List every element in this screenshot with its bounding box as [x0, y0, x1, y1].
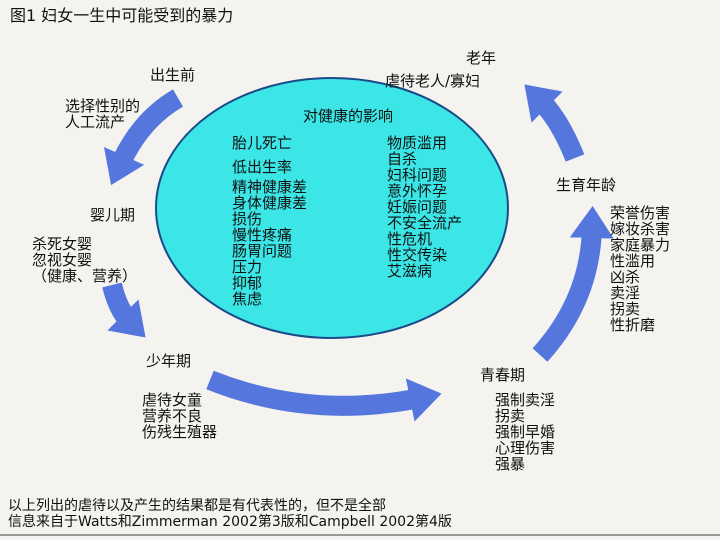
effect-item: 抑郁: [232, 274, 263, 292]
effect-item: 性交传染: [387, 246, 448, 264]
violence-item: 荣誉伤害: [610, 204, 671, 222]
footer-note: 以上列出的虐待以及产生的结果都是有代表性的，但不是全部 信息来自于Watts和Z…: [8, 498, 452, 530]
footer-line: 以上列出的虐待以及产生的结果都是有代表性的，但不是全部: [8, 498, 386, 514]
violence-item: 凶杀: [610, 268, 641, 286]
health-effects-ellipse: [155, 77, 509, 339]
violence-item: 卖淫: [610, 284, 641, 302]
figure-title: 图1 妇女一生中可能受到的暴力: [10, 6, 234, 25]
effect-item: 意外怀孕: [387, 182, 448, 200]
stage-adolescence-items: 强制卖淫 拐卖 强制早婚 心理伤害 强暴: [495, 392, 555, 472]
effect-item: 压力: [232, 258, 263, 276]
effect-item: 精神健康差: [232, 178, 308, 196]
effect-item: 肠胃问题: [232, 242, 293, 260]
effect-item: 妇科问题: [387, 166, 448, 184]
violence-item: 强制早婚: [495, 423, 556, 441]
effect-item: 妊娠问题: [387, 198, 448, 216]
violence-item: 杀死女婴: [32, 235, 93, 253]
effect-item: 慢性疼痛: [232, 226, 293, 244]
violence-item: 忽视女婴: [32, 251, 93, 269]
effect-item: 艾滋病: [387, 262, 433, 280]
violence-item: 家庭暴力: [610, 236, 671, 254]
arrow-reproductive-to-elderly: [524, 84, 585, 162]
violence-item: 强暴: [495, 455, 526, 473]
health-effects-right: 物质滥用 自杀 妇科问题 意外怀孕 妊娠问题 不安全流产 性危机 性交传染 艾滋…: [387, 135, 462, 279]
violence-item: 性滥用: [610, 252, 656, 270]
arrow-infancy-to-childhood: [102, 282, 146, 338]
effect-item: 不安全流产: [387, 214, 463, 232]
footer-line: 信息来自于Watts和Zimmerman 2002第3版和Campbell 20…: [8, 514, 452, 530]
health-effects-left: 胎儿死亡 低出生率 精神健康差 身体健康差 损伤 慢性疼痛 肠胃问题 压力 抑郁…: [232, 135, 307, 307]
effect-item: 焦虑: [232, 290, 263, 308]
violence-item: 选择性别的: [65, 97, 141, 115]
effect-item: 物质滥用: [387, 134, 448, 152]
violence-item: 心理伤害: [495, 439, 556, 457]
center-heading: 对健康的影响: [303, 107, 394, 125]
stage-elderly-label: 老年: [466, 49, 497, 67]
stage-reproductive-items: 荣誉伤害 嫁妆杀害 家庭暴力 性滥用 凶杀 卖淫 拐卖 性折磨: [610, 205, 670, 333]
violence-item: 拐卖: [610, 300, 641, 318]
violence-item: 营养不良: [142, 407, 203, 425]
effect-item: 性危机: [387, 230, 433, 248]
stage-adolescence-label: 青春期: [480, 366, 526, 384]
effect-item: 自杀: [387, 150, 418, 168]
stage-childhood-items: 虐待女童 营养不良 伤残生殖器: [142, 392, 217, 440]
violence-item: 伤残生殖器: [142, 423, 218, 441]
bottom-rule: [0, 534, 720, 536]
effect-item: 损伤: [232, 210, 263, 228]
violence-item: 虐待女童: [142, 391, 203, 409]
arrow-prenatal-to-infancy: [103, 89, 184, 186]
violence-item: （健康、营养）: [32, 267, 138, 285]
stage-prenatal-items: 选择性别的 人工流产: [65, 98, 140, 130]
stage-prenatal-label: 出生前: [150, 66, 196, 84]
effect-item: 胎儿死亡: [232, 134, 293, 152]
violence-item: 性折磨: [610, 316, 656, 334]
stage-childhood-label: 少年期: [146, 352, 192, 370]
stage-elderly-item: 虐待老人/寡妇: [385, 72, 481, 90]
arrow-adolescence-to-reproductive: [532, 206, 614, 362]
violence-item: 人工流产: [65, 113, 126, 131]
effect-item: 低出生率: [232, 158, 293, 176]
stage-infancy-items: 杀死女婴 忽视女婴 （健康、营养）: [32, 236, 137, 284]
violence-item: 嫁妆杀害: [610, 220, 671, 238]
stage-reproductive-label: 生育年龄: [556, 176, 617, 194]
stage-infancy-label: 婴儿期: [90, 206, 136, 224]
arrow-childhood-to-adolescence: [206, 370, 442, 422]
violence-item: 拐卖: [495, 407, 526, 425]
effect-item: 身体健康差: [232, 194, 308, 212]
violence-item: 强制卖淫: [495, 391, 556, 409]
